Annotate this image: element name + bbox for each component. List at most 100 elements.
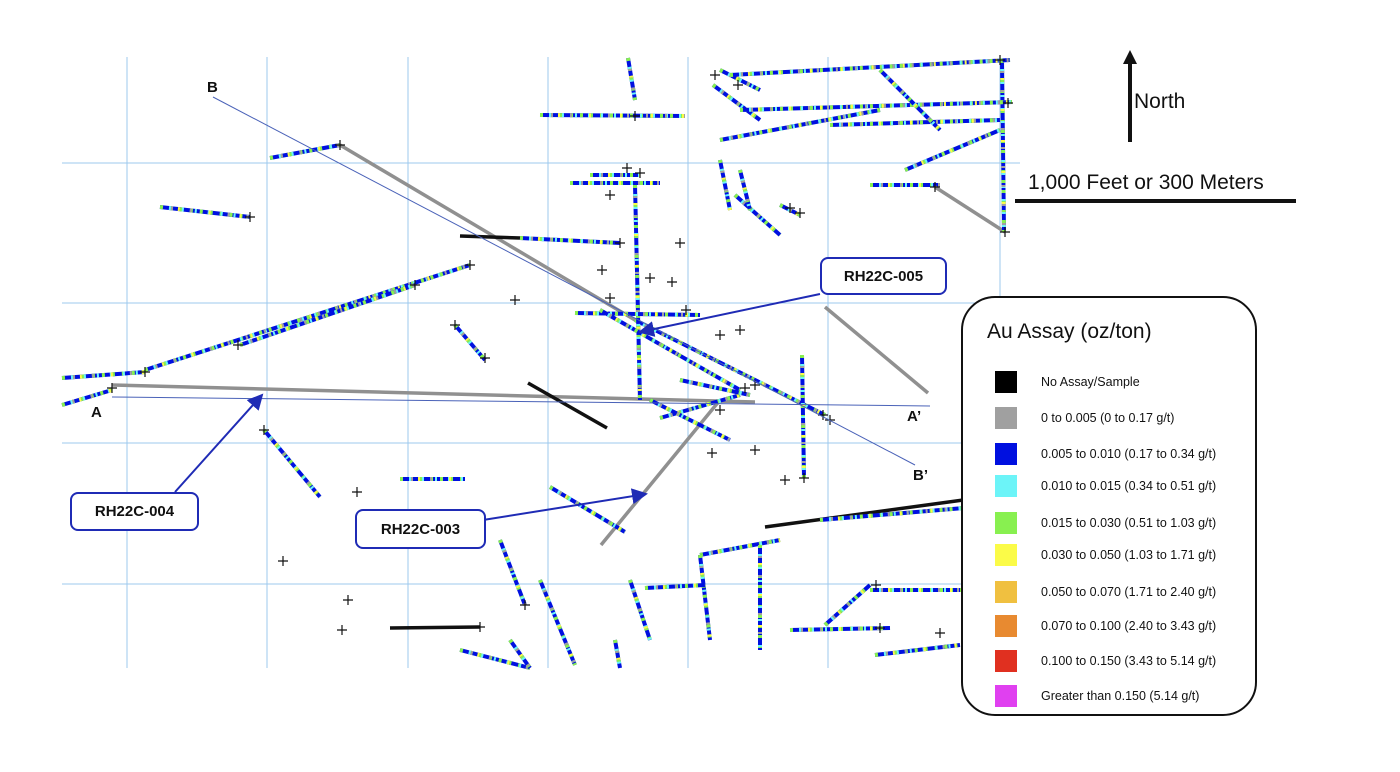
- drill-hole-trace: [339, 143, 636, 322]
- map-grid: [62, 57, 1020, 668]
- drill-hole-trace: [527, 381, 608, 430]
- collar-marker-icon: [233, 340, 243, 350]
- collar-marker-icon: [799, 473, 809, 483]
- drill-hole-assay-interval: [719, 108, 881, 142]
- collar-marker-icon: [605, 190, 615, 200]
- drill-hole-assay-interval: [626, 57, 637, 101]
- legend-swatch: [995, 581, 1017, 603]
- drill-hole-assay-interval: [679, 378, 751, 397]
- drill-hole-assay-interval: [453, 323, 487, 362]
- collar-marker-icon: [785, 203, 795, 213]
- drill-hole-trace: [389, 625, 481, 630]
- drill-hole-trace: [459, 234, 521, 240]
- drill-hole-trace: [508, 638, 532, 670]
- drill-hole-assay-interval: [729, 58, 1011, 77]
- collar-marker-icon: [715, 330, 725, 340]
- legend-label: 0.005 to 0.010 (0.17 to 0.34 g/t): [1041, 447, 1217, 461]
- collar-marker-icon: [597, 265, 607, 275]
- collar-marker-icon: [343, 595, 353, 605]
- drill-hole-assay-interval: [459, 648, 531, 670]
- collar-marker-icon: [635, 168, 645, 178]
- collar-marker-icon: [675, 238, 685, 248]
- drill-hole-assay-interval: [719, 68, 761, 92]
- collar-marker-icon: [615, 238, 625, 248]
- drill-hole-assay-interval: [711, 83, 762, 122]
- drill-hole-trace: [111, 383, 756, 404]
- collar-marker-icon: [645, 273, 655, 283]
- collar-marker-icon: [480, 353, 490, 363]
- collar-marker-icon: [715, 405, 725, 415]
- legend-label: 0.015 to 0.030 (0.51 to 1.03 g/t): [1041, 516, 1217, 530]
- legend-swatch: [995, 544, 1017, 566]
- drill-hole-assay-interval: [519, 236, 621, 245]
- collar-marker-icon: [337, 625, 347, 635]
- drill-hole-assay-interval: [599, 308, 741, 392]
- legend-label: 0.100 to 0.150 (3.43 to 5.14 g/t): [1041, 654, 1217, 668]
- section-label-a-prime: A’: [907, 408, 922, 425]
- collar-marker-icon: [681, 305, 691, 315]
- drill-hole-assay-interval: [626, 57, 637, 101]
- callout-arrow-rh22c-003: [482, 488, 648, 521]
- callout-rh22c-004: RH22C-004: [70, 492, 199, 531]
- callout-arrow-rh22c-005: [638, 293, 821, 337]
- collar-marker-icon: [510, 295, 520, 305]
- drill-hole-assay-interval: [649, 398, 731, 442]
- drill-hole-trace: [538, 579, 577, 666]
- drill-hole-assay-interval: [574, 311, 701, 317]
- drill-hole-assay-interval: [699, 538, 781, 557]
- legend-swatch: [995, 650, 1017, 672]
- scale-bar: [1015, 199, 1296, 203]
- legend-label: 0.030 to 0.050 (1.03 to 1.71 g/t): [1041, 548, 1217, 562]
- collar-marker-icon: [605, 293, 615, 303]
- drill-hole-trace: [934, 185, 1006, 234]
- collar-marker-icon: [995, 55, 1005, 65]
- drill-hole-trace: [1000, 59, 1006, 233]
- drill-hole-assay-interval: [498, 539, 527, 606]
- callout-rh22c-003: RH22C-003: [355, 509, 486, 549]
- drill-hole-assay-interval: [698, 554, 712, 641]
- scale-label: 1,000 Feet or 300 Meters: [1028, 171, 1264, 194]
- drill-collars: [107, 55, 1013, 638]
- collar-marker-icon: [140, 367, 150, 377]
- drill-hole-assay-interval: [628, 579, 652, 641]
- north-label: North: [1134, 90, 1186, 113]
- drill-hole-assay-interval: [644, 583, 706, 590]
- legend-item: 0.005 to 0.010 (0.17 to 0.34 g/t): [995, 442, 1216, 466]
- legend-label: 0.070 to 0.100 (2.40 to 3.43 g/t): [1041, 619, 1217, 633]
- legend-title: Au Assay (oz/ton): [987, 320, 1152, 343]
- drill-hole-assay-interval: [823, 583, 872, 627]
- drill-hole-trace: [764, 493, 1001, 529]
- section-line-a: [111, 396, 931, 407]
- drill-hole-assay-interval: [269, 143, 341, 160]
- legend-label: Greater than 0.150 (5.14 g/t): [1041, 689, 1200, 703]
- drill-hole-trace: [718, 159, 732, 211]
- drill-hole-trace: [61, 388, 113, 407]
- callout-rh22c-005: RH22C-005: [820, 257, 947, 295]
- collar-marker-icon: [740, 383, 750, 393]
- section-label-b-prime: B’: [913, 467, 928, 484]
- collar-marker-icon: [935, 628, 945, 638]
- legend-item: 0.070 to 0.100 (2.40 to 3.43 g/t): [995, 614, 1216, 638]
- drill-hole-assay-interval: [878, 68, 942, 132]
- section-label-a: A: [91, 404, 102, 421]
- drill-hole-assay-interval: [823, 583, 872, 627]
- drill-hole-assay-interval: [904, 128, 1001, 172]
- drill-hole-assay-interval: [628, 579, 652, 641]
- collar-marker-icon: [107, 383, 117, 393]
- legend-item: 0.015 to 0.030 (0.51 to 1.03 g/t): [995, 511, 1216, 535]
- legend-label: 0 to 0.005 (0 to 0.17 g/t): [1041, 411, 1175, 425]
- collar-marker-icon: [1003, 98, 1013, 108]
- drill-hole-trace: [159, 205, 251, 219]
- drill-hole-assay-interval: [733, 193, 782, 237]
- drill-hole-assay-interval: [159, 205, 251, 219]
- drill-hole-assay-interval: [659, 393, 741, 420]
- legend-swatch: [995, 512, 1017, 534]
- drill-hole-assay-interval: [633, 184, 642, 401]
- collar-marker-icon: [335, 140, 345, 150]
- drill-hole-assay-interval: [262, 428, 322, 499]
- legend-label: 0.050 to 0.070 (1.71 to 2.40 g/t): [1041, 585, 1217, 599]
- drill-hole-assay-interval: [819, 503, 1001, 522]
- drill-hole-trace: [599, 398, 722, 547]
